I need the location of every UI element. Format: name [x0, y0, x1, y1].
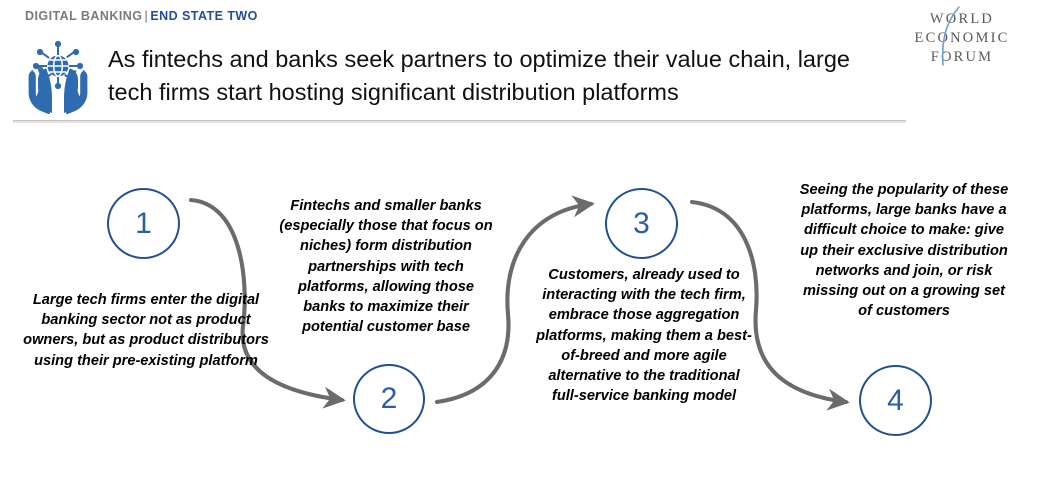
flow-node-2-number: 2 — [380, 382, 398, 415]
hands-globe-network-icon — [18, 36, 98, 115]
flow-node-1-number: 1 — [135, 206, 152, 240]
page-title-line-2: tech firms start hosting significant dis… — [108, 79, 679, 105]
process-flow: 1 2 3 4 Large tech firms enter the digit… — [0, 130, 1045, 495]
flow-node-1[interactable]: 1 — [107, 188, 180, 259]
flow-connectors — [188, 195, 850, 411]
world-economic-forum-logo: WORLD ECONOMIC FORUM — [901, 6, 1023, 66]
flow-blurb-2: Fintechs and smaller banks (especially t… — [279, 198, 493, 336]
flow-node-4-number: 4 — [887, 383, 904, 417]
arrow-3-to-4 — [689, 199, 850, 411]
flow-node-3-number: 3 — [633, 206, 650, 240]
page-title-line-1: As fintechs and banks seek partners to o… — [108, 46, 850, 72]
logo-line-1: WORLD — [930, 11, 994, 27]
logo-line-3: FORUM — [931, 49, 994, 65]
flow-node-2[interactable]: 2 — [353, 364, 425, 434]
breadcrumb: DIGITAL BANKING|END STATE TWO — [25, 9, 258, 23]
flow-node-4[interactable]: 4 — [859, 365, 932, 436]
breadcrumb-state: END STATE TWO — [150, 9, 258, 23]
flow-blurb-4: Seeing the popularity of these platforms… — [799, 182, 1009, 320]
logo-line-2: ECONOMIC — [915, 30, 1010, 46]
flow-node-3[interactable]: 3 — [605, 188, 678, 259]
arrow-1-to-2 — [188, 197, 346, 409]
breadcrumb-separator: | — [144, 9, 149, 23]
flow-blurb-3: Customers, already used to interacting w… — [536, 267, 752, 405]
flow-blurb-1: Large tech firms enter the digital banki… — [23, 292, 269, 369]
arrow-2-to-3 — [434, 195, 595, 405]
breadcrumb-category: DIGITAL BANKING — [25, 9, 143, 23]
page-title: As fintechs and banks seek partners to o… — [108, 43, 883, 109]
header-divider — [13, 120, 906, 123]
